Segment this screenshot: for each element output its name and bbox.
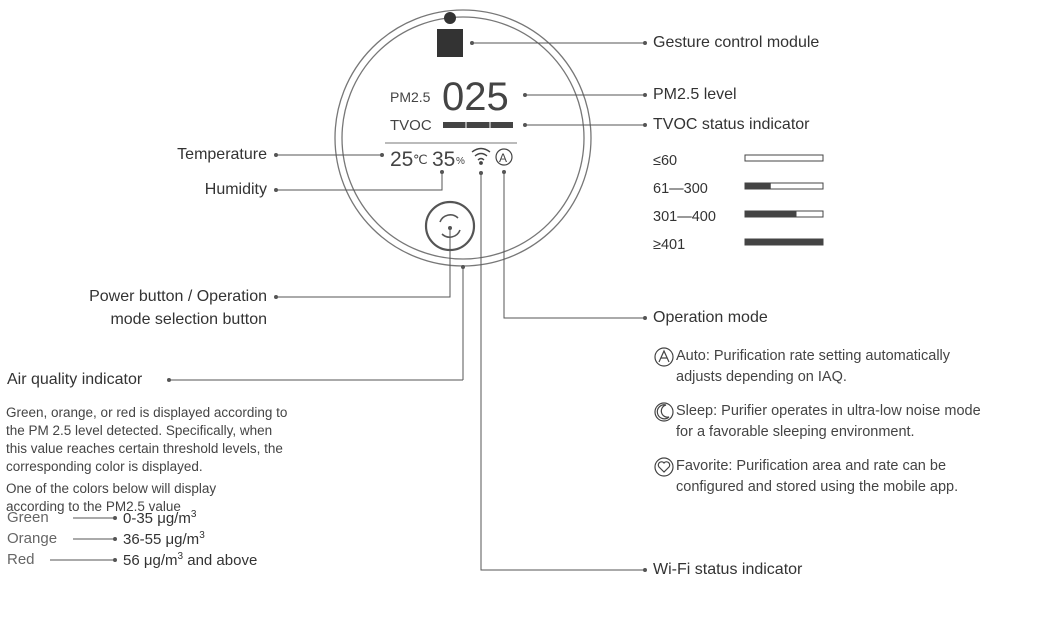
tvoc-status-label: TVOC status indicator xyxy=(653,116,810,133)
tvoc-bar-fill xyxy=(745,183,771,189)
tvoc-level-label: 301—400 xyxy=(653,209,716,225)
svg-text:A: A xyxy=(499,151,507,165)
aq-range-orange: 36-55 μg/m3 xyxy=(123,530,205,548)
heart-icon xyxy=(654,457,674,477)
device-inner-ring xyxy=(341,16,585,260)
air-quality-desc: Green, orange, or red is displayed accor… xyxy=(6,405,288,474)
tvoc-bar-outline xyxy=(744,154,824,162)
gesture-module-label: Gesture control module xyxy=(653,34,820,51)
operation-mode-label: Operation mode xyxy=(653,309,768,326)
temperature-label: Temperature xyxy=(177,146,267,163)
aq-range-red: 56 μg/m3 and above xyxy=(123,551,258,569)
wifi-icon xyxy=(471,147,491,165)
humidity-value: 35 xyxy=(432,148,455,171)
gesture-control-module xyxy=(437,29,463,57)
pm-label: PM2.5 xyxy=(390,89,431,105)
humidity-label: Humidity xyxy=(204,181,267,198)
tvoc-label: TVOC xyxy=(390,117,432,134)
tvoc-level-label: 61—300 xyxy=(653,181,708,197)
gesture-sensor-dot xyxy=(444,12,456,24)
aq-color-green: Green xyxy=(7,509,49,526)
tvoc-level-label: ≤60 xyxy=(653,153,678,169)
temperature-unit: ℃ xyxy=(413,152,428,167)
power-button-label-line2: mode selection button xyxy=(110,311,267,328)
pm-value: 025 xyxy=(442,75,509,119)
callout-lines xyxy=(50,42,645,571)
sleep-moon-icon xyxy=(654,402,674,422)
power-button-label-line1: Power button / Operation xyxy=(89,288,267,305)
air-quality-title: Air quality indicator xyxy=(7,371,143,388)
mode-auto-desc: Auto: Purification rate setting automati… xyxy=(676,348,951,385)
wifi-status-label: Wi-Fi status indicator xyxy=(653,561,803,578)
auto-icon xyxy=(654,347,674,367)
aq-range-green: 0-35 μg/m3 xyxy=(123,509,197,527)
tvoc-bar-fill xyxy=(745,239,823,245)
tvoc-bar-fill xyxy=(745,211,797,217)
tvoc-display-bar xyxy=(443,122,513,128)
mode-sleep-desc: Sleep: Purifier operates in ultra-low no… xyxy=(676,403,981,440)
auto-mode-icon: A xyxy=(495,148,513,166)
mode-favorite-desc: Favorite: Purification area and rate can… xyxy=(676,458,959,495)
humidity-unit: % xyxy=(456,156,465,167)
aq-color-orange: Orange xyxy=(7,530,58,547)
aq-color-red: Red xyxy=(7,551,35,568)
tvoc-level-bars xyxy=(744,154,824,246)
air-quality-desc2: One of the colors below will display acc… xyxy=(6,481,217,514)
callout-endpoints xyxy=(113,41,647,572)
tvoc-level-label: ≥401 xyxy=(653,237,686,253)
pm25-level-label: PM2.5 level xyxy=(653,86,737,103)
temperature-value: 25 xyxy=(390,148,413,171)
